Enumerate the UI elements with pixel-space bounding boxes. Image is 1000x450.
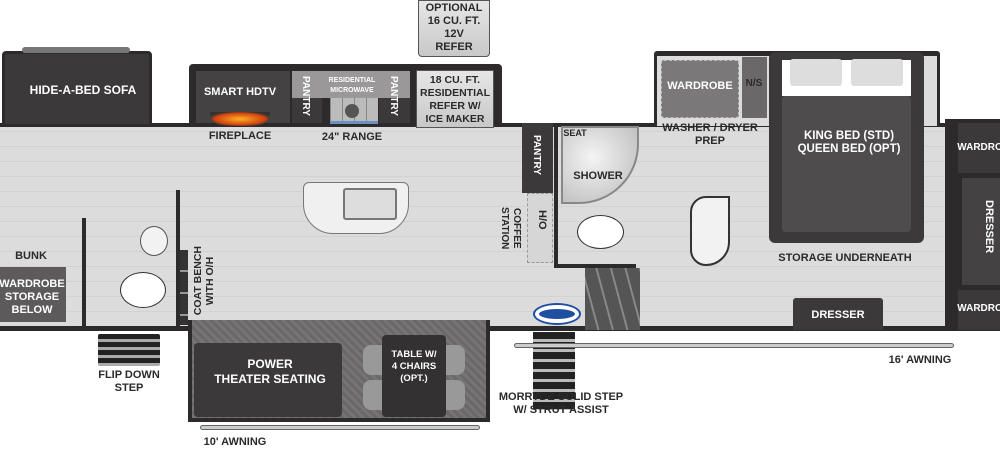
pantry-left (292, 71, 410, 98)
wall (176, 190, 180, 330)
hide-a-bed-sofa (2, 51, 152, 127)
entry-steps (585, 268, 640, 330)
logo-mark (539, 309, 575, 319)
wardrobe-front-bottom-label: WARDRO (957, 303, 1000, 314)
awning-16-label: 16' AWNING (888, 354, 952, 366)
pillow-icon (790, 59, 842, 86)
wall (554, 264, 636, 268)
microwave-label: RESIDENTIAL MICROWAVE (328, 77, 376, 94)
wall (554, 123, 558, 268)
pantry-left-lower (292, 98, 322, 123)
pantry-bath-label: PANTRY (531, 135, 542, 175)
dining-table (382, 335, 446, 417)
table-label: TABLE W/ 4 CHAIRS (OPT.) (391, 349, 437, 384)
theater-label: POWER THEATER SEATING (214, 357, 326, 386)
awning-10-label: 10' AWNING (203, 436, 267, 448)
bath-sink-icon (140, 226, 168, 256)
wardrobe-storage (0, 267, 66, 322)
storage-label: STORAGE UNDERNEATH (778, 252, 912, 264)
awning-16 (514, 343, 954, 348)
range-label: 24" RANGE (321, 131, 383, 143)
pantry-right-label: PANTRY (388, 76, 399, 116)
optional-refer (418, 0, 490, 57)
wardrobe-front-top (958, 123, 1000, 173)
dresser-front-label: DRESSER (983, 200, 995, 254)
bed-label: KING BED (STD) QUEEN BED (OPT) (797, 130, 901, 155)
sink-icon (343, 188, 397, 220)
wardrobe-front-bottom (958, 290, 1000, 330)
wardrobe-front-top-label: WARDRO (957, 142, 1000, 153)
mattress (782, 96, 911, 232)
chair-icon (445, 345, 465, 375)
flip-step-label: FLIP DOWN STEP (98, 369, 160, 394)
bunk-label: BUNK (15, 250, 47, 262)
wall (82, 218, 86, 330)
awning-10 (200, 425, 480, 430)
toilet-icon (120, 272, 166, 308)
wardrobe-bedroom (661, 60, 739, 118)
nightstand (742, 57, 767, 118)
chair-icon (363, 345, 383, 375)
pillow-icon (851, 59, 903, 86)
wardrobe-bed-label: WARDROBE (667, 80, 733, 92)
chair-icon (363, 380, 383, 410)
ho-label: H/O (536, 210, 548, 230)
dresser-bedroom-label: DRESSER (811, 309, 865, 321)
optional-refer-label: OPTIONAL 16 CU. FT. 12V REFER (425, 2, 483, 53)
ns-label: N/S (745, 78, 763, 89)
chair-icon (445, 380, 465, 410)
pantry-bath (522, 123, 553, 193)
flip-down-step (98, 334, 160, 366)
sofa-back (22, 47, 130, 53)
dresser-bedroom (793, 298, 883, 330)
burner-icon (345, 104, 359, 118)
morryde-label: MORRYDE SOLID STEP W/ STRUT ASSIST (498, 391, 624, 416)
fireplace-label: FIREPLACE (208, 130, 272, 142)
vanity-sink-icon (690, 196, 730, 266)
shower (561, 126, 639, 204)
power-theater-seating (194, 343, 342, 417)
residential-refer (416, 70, 494, 128)
pantry-left-label: PANTRY (300, 76, 311, 116)
refer-label: 18 CU. FT. RESIDENTIAL REFER W/ ICE MAKE… (419, 74, 491, 125)
toilet-icon (577, 215, 624, 249)
washer-dryer-label: WASHER / DRYER PREP (662, 122, 758, 147)
sofa-label: HIDE-A-BED SOFA (29, 83, 137, 97)
ho-cabinet (527, 193, 553, 263)
coat-bench (180, 250, 188, 325)
fireplace-icon (210, 112, 270, 126)
wardrobe-storage-label: WARDROBE STORAGE BELOW (0, 278, 65, 316)
seat-label: SEAT (563, 128, 587, 138)
shower-label: SHOWER (573, 170, 623, 182)
dresser-front (962, 178, 1000, 285)
tv-label: SMART HDTV (203, 86, 277, 98)
pantry-right-lower (379, 98, 410, 123)
